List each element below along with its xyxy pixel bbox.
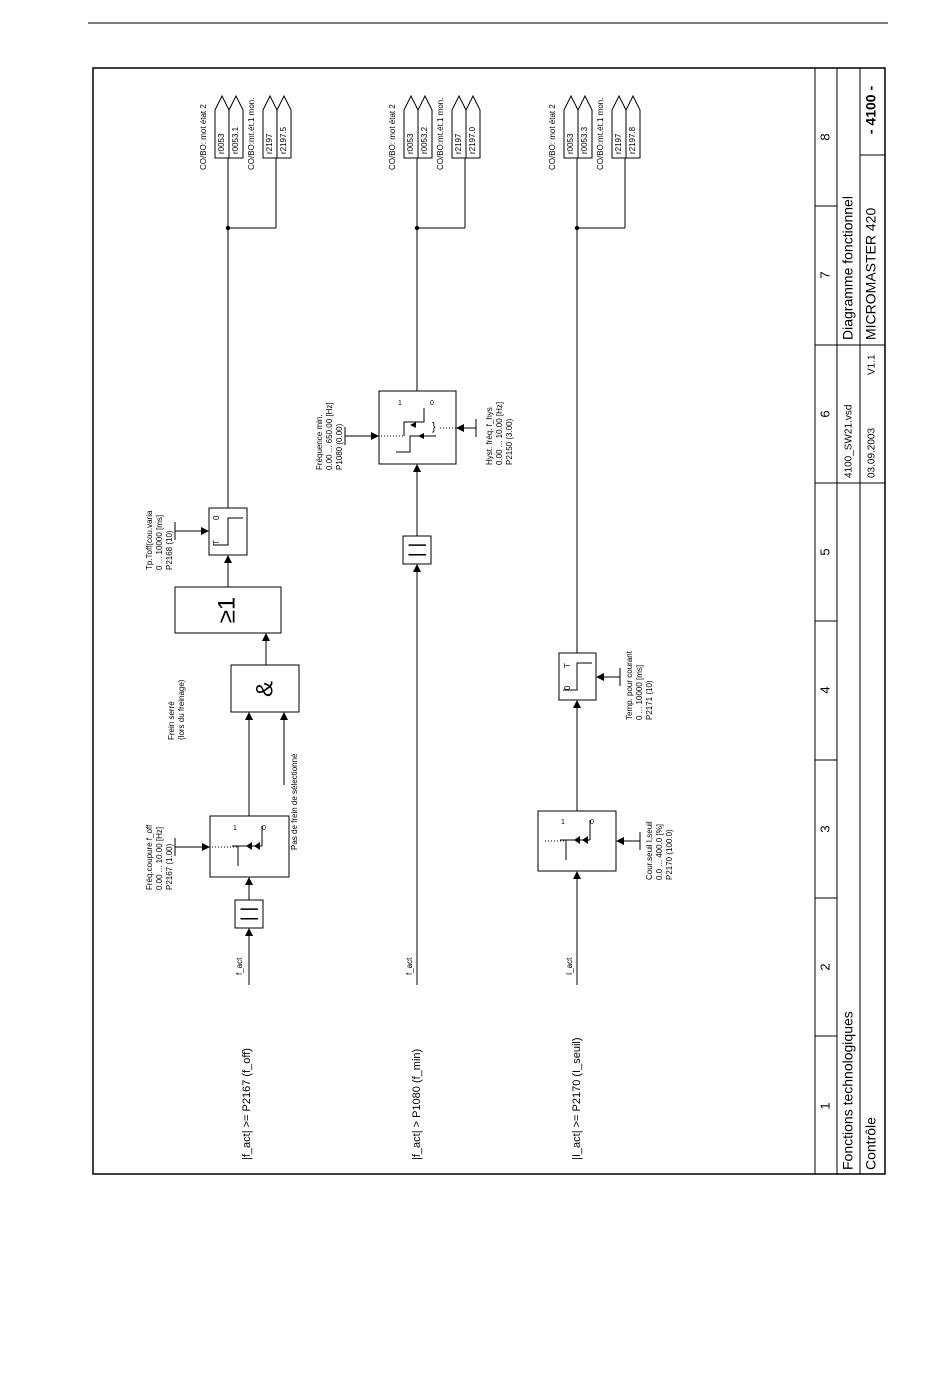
doc-version: V1.1	[867, 354, 878, 375]
path3-timer-t: T	[563, 663, 572, 668]
path2-comp-lo: 0	[430, 400, 434, 407]
path1-comp-param-range: 0.00 ... 10.00 [Hz]	[155, 827, 164, 890]
path2-heading: |f_act| > P1080 (f_min)	[411, 1049, 423, 1160]
path1-or-block	[174, 586, 282, 634]
column-number-7: 7	[817, 271, 832, 278]
path1-brake-label-2: (lors du freinage)	[177, 679, 186, 740]
path2-hys-param-range: 0.00 ... 10.00 [Hz]	[495, 402, 504, 465]
path1-comp-hi: 1	[233, 825, 237, 832]
path1-comp-param-id: P2167 (1.00)	[165, 843, 174, 890]
path2-hys-param-name: Hyst. fréq. f_hys	[485, 407, 494, 465]
path1-brake-label-1: Frein serré	[167, 701, 176, 740]
column-number-6: 6	[817, 410, 832, 417]
path1-out-param-3: r2197	[265, 133, 274, 154]
path3-comp-hi: 1	[561, 819, 565, 826]
file-name: 4100_SW21.vsd	[844, 405, 855, 478]
path1-out-param-2: r0053.1	[231, 126, 240, 154]
path3-out-co2: CO/BO:mt.ét.1 mon.	[596, 98, 605, 170]
path2-abs-symbol: | |	[406, 543, 426, 557]
path2-out-param-1: r0053	[406, 133, 415, 154]
product-name: MICROMASTER 420	[863, 208, 879, 340]
column-number-8: 8	[817, 133, 832, 140]
subsection-title: Contrôle	[863, 1117, 879, 1170]
path2-hys-param-id: P2150 (3.00)	[505, 418, 514, 465]
path1-timer-param-range: 0 ... 10000 [ms]	[155, 515, 164, 570]
path3-out-param-4: r2197.8	[628, 126, 637, 154]
page-number: - 4100 -	[863, 86, 879, 135]
path3-timer-param-name: Temp. pour courant	[625, 650, 634, 720]
path2-out-param-3: r2197	[454, 133, 463, 154]
path1-abs-symbol: | |	[238, 907, 258, 921]
path3-out-param-3: r2197	[614, 133, 623, 154]
doc-type: Diagramme fonctionnel	[840, 196, 856, 340]
path2-comp-param-range: 0.00 ... 650.00 [Hz]	[325, 402, 334, 470]
path3-comp-lo: 0	[590, 819, 594, 826]
diagram-frame	[92, 67, 886, 1175]
path3-comp-param-range: 0.0 ... 400.0 [%]	[655, 824, 664, 880]
path1-timer-zero: 0	[212, 515, 221, 520]
path1-and-block	[230, 664, 300, 713]
path3-timer-zero: 0	[563, 685, 572, 690]
path2-comp-param-id: P1080 (0.00)	[335, 423, 344, 470]
path1-or-symbol: ≥1	[213, 597, 240, 624]
path2-out-param-4: r2197.0	[468, 126, 477, 154]
path2-out-param-2: r0053.2	[420, 126, 429, 154]
path3-timer-param-range: 0 ... 10000 [ms]	[635, 665, 644, 720]
path1-not-selected-label: Pas de frein de sélectionné	[290, 753, 299, 850]
path1-input-label: f_act	[235, 957, 244, 975]
path1-timer-param-id: P2168 (10)	[165, 530, 174, 570]
path3-out-co1: CO/BO: mot état 2	[548, 104, 557, 170]
doc-date: 03.09.2003	[867, 428, 878, 478]
path1-out-co1: CO/BO: mot état 2	[199, 104, 208, 170]
column-number-3: 3	[817, 825, 832, 832]
path2-hysteresis-brace: }	[432, 421, 436, 433]
path3-comp-param-id: P2170 (100.0)	[665, 829, 674, 880]
path3-comp-param-name: Cour.seuil I,seuil	[645, 821, 654, 880]
path3-out-param-1: r0053	[566, 133, 575, 154]
section-title: Fonctions technologiques	[840, 1011, 856, 1170]
path-3: |I_act| >= P2170 (I_seuil) I_act 1 0 Cou…	[537, 94, 674, 1160]
path1-out-param-4: r2197.5	[279, 126, 288, 154]
path2-out-co2: CO/BO:mt.ét.1 mon.	[436, 98, 445, 170]
path2-comparator-block	[378, 390, 457, 465]
path1-comp-lo: 0	[262, 825, 266, 832]
path-2: |f_act| > P1080 (f_min) f_act | | 1 0 } …	[315, 94, 514, 1160]
path1-comp-param-name: Fréq.coupure f_off	[145, 824, 154, 890]
column-number-4: 4	[817, 686, 832, 693]
path1-out-co2: CO/BO:mt.ét.1 mon.	[247, 98, 256, 170]
path1-out-param-1: r0053	[217, 133, 226, 154]
path2-comp-param-name: Fréquence min.	[315, 414, 324, 470]
title-block: 1 2 3 4 5 6 7 8 Fonctions technologiques…	[814, 68, 885, 1174]
path1-timer-param-name: Tp.Toff(cou.varia	[145, 510, 154, 570]
path3-input-label: I_act	[565, 957, 574, 975]
path1-and-symbol: &	[251, 681, 278, 697]
column-number-2: 2	[817, 963, 832, 970]
path-1: |f_act| >= P2167 (f_off) f_act | | 1 0 F…	[145, 94, 300, 1160]
path2-out-co1: CO/BO: mot état 2	[388, 104, 397, 170]
path1-heading: |f_act| >= P2167 (f_off)	[241, 1048, 253, 1160]
path3-timer-param-id: P2171 (10)	[645, 680, 654, 720]
path2-comp-hi: 1	[398, 400, 402, 407]
path1-timer-t: T	[212, 540, 221, 545]
path3-heading: |I_act| >= P2170 (I_seuil)	[571, 1037, 583, 1160]
path2-input-label: f_act	[405, 957, 414, 975]
column-number-5: 5	[817, 548, 832, 555]
column-number-1: 1	[817, 1102, 832, 1109]
path3-out-param-2: r0053.3	[580, 126, 589, 154]
